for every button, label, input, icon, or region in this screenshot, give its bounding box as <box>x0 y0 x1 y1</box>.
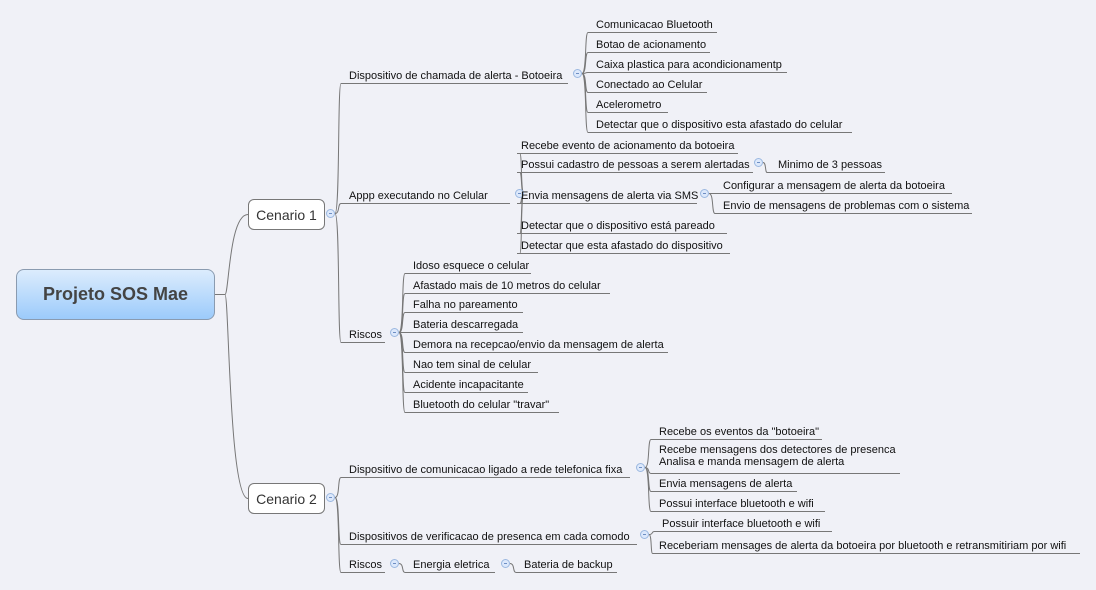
connector <box>644 467 655 512</box>
subtopic[interactable]: Demora na recepcao/envio da mensagem de … <box>409 337 668 353</box>
connector <box>398 332 409 393</box>
connector <box>334 477 345 498</box>
connector <box>215 294 249 499</box>
collapse-icon[interactable] <box>390 559 399 568</box>
connector <box>334 203 345 214</box>
subtopic[interactable]: Detectar que esta afastado do dispositiv… <box>517 238 730 254</box>
subtopic[interactable]: Caixa plastica para acondicionamentp <box>592 57 787 73</box>
subtopic[interactable]: Detectar que o dispositivo está pareado <box>517 218 727 234</box>
subtopic[interactable]: Idoso esquece o celular <box>409 258 531 274</box>
collapse-icon[interactable] <box>501 559 510 568</box>
connector <box>334 213 345 343</box>
topic-botoeira[interactable]: Dispositivo de chamada de alerta - Botoe… <box>345 68 568 84</box>
connector <box>644 439 655 468</box>
connector <box>398 563 409 573</box>
subtopic[interactable]: Possui cadastro de pessoas a serem alert… <box>517 157 753 173</box>
connector <box>648 531 658 535</box>
collapse-icon[interactable] <box>573 69 582 78</box>
subtopic-line: Recebe mensagens dos detectores de prese… <box>659 444 896 456</box>
subtopic[interactable]: Energia eletrica <box>409 557 495 573</box>
subtopic[interactable]: Nao tem sinal de celular <box>409 357 538 373</box>
subtopic[interactable]: Envia mensagens de alerta <box>655 476 797 492</box>
topic-riscos[interactable]: Riscos <box>345 327 385 343</box>
connector <box>581 73 592 133</box>
subtopic[interactable]: Recebe mensagens dos detectores de prese… <box>655 444 900 474</box>
connector <box>708 193 719 214</box>
subtopic[interactable]: Envio de mensagens de problemas com o si… <box>719 198 972 214</box>
subtopic[interactable]: Bateria descarregada <box>409 317 523 333</box>
subtopic[interactable]: Botao de acionamento <box>592 37 710 53</box>
subtopic[interactable]: Possui interface bluetooth e wifi <box>655 496 825 512</box>
connector <box>762 162 770 173</box>
topic-app[interactable]: Appp executando no Celular <box>345 188 510 204</box>
subtopic[interactable]: Acidente incapacitante <box>409 377 528 393</box>
subtopic[interactable]: Acelerometro <box>592 97 668 113</box>
subtopic[interactable]: Detectar que o dispositivo esta afastado… <box>592 117 852 133</box>
connector <box>509 563 520 573</box>
collapse-icon[interactable] <box>754 158 763 167</box>
subtopic[interactable]: Receberiam mensages de alerta da botoeir… <box>655 538 1080 554</box>
collapse-icon[interactable] <box>390 328 399 337</box>
topic-cenario-2[interactable]: Cenario 2 <box>248 483 325 514</box>
subtopic[interactable]: Possuir interface bluetooth e wifi <box>658 516 832 532</box>
subtopic[interactable]: Afastado mais de 10 metros do celular <box>409 278 610 294</box>
connector <box>334 83 345 214</box>
subtopic[interactable]: Comunicacao Bluetooth <box>592 17 717 33</box>
subtopic[interactable]: Conectado ao Celular <box>592 77 707 93</box>
central-topic[interactable]: Projeto SOS Mae <box>16 269 215 320</box>
connector <box>398 332 409 413</box>
collapse-icon[interactable] <box>515 189 524 198</box>
collapse-icon[interactable] <box>326 493 335 502</box>
connector <box>398 273 409 333</box>
subtopic[interactable]: Recebe evento de acionamento da botoeira <box>517 138 738 154</box>
connector <box>215 214 249 295</box>
subtopic[interactable]: Minimo de 3 pessoas <box>770 157 885 173</box>
connector <box>648 534 655 554</box>
connector <box>581 72 592 74</box>
subtopic-line: Analisa e manda mensagem de alerta <box>659 456 845 468</box>
connector <box>581 52 592 74</box>
subtopic[interactable]: Configurar a mensagem de alerta da botoe… <box>719 178 952 194</box>
connector <box>398 312 409 333</box>
collapse-icon[interactable] <box>640 530 649 539</box>
topic-comunicacao[interactable]: Dispositivo de comunicacao ligado a rede… <box>345 462 630 478</box>
subtopic[interactable]: Recebe os eventos da "botoeira" <box>655 424 822 440</box>
collapse-icon[interactable] <box>700 189 709 198</box>
connector <box>334 497 345 545</box>
subtopic[interactable]: Bateria de backup <box>520 557 617 573</box>
collapse-icon[interactable] <box>636 463 645 472</box>
subtopic[interactable]: Bluetooth do celular "travar" <box>409 397 559 413</box>
subtopic[interactable]: Falha no pareamento <box>409 297 523 313</box>
topic-cenario-1[interactable]: Cenario 1 <box>248 199 325 230</box>
subtopic[interactable]: Envia mensagens de alerta via SMS <box>517 188 698 204</box>
topic-riscos[interactable]: Riscos <box>345 557 385 573</box>
connector <box>334 497 345 573</box>
collapse-icon[interactable] <box>326 209 335 218</box>
topic-verificacao[interactable]: Dispositivos de verificacao de presenca … <box>345 529 637 545</box>
